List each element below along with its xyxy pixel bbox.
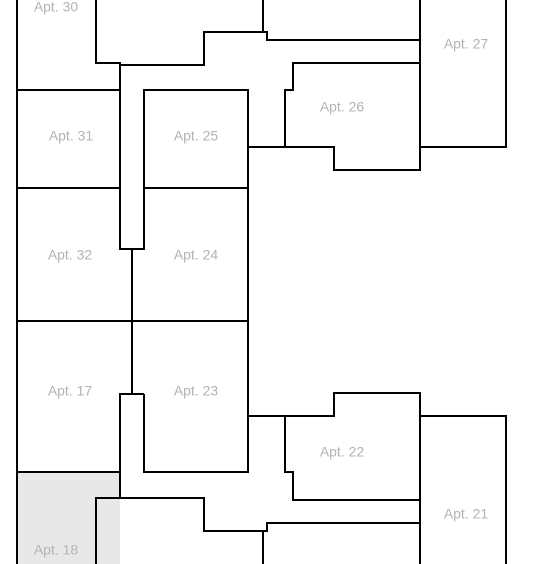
apt-26-label: Apt. 26 xyxy=(320,99,365,115)
apt-25-wall[interactable] xyxy=(143,89,249,189)
apt-25-label: Apt. 25 xyxy=(174,128,219,144)
apt-27-wall[interactable] xyxy=(419,0,507,148)
apt-31-label: Apt. 31 xyxy=(49,128,94,144)
apt-23-outline xyxy=(132,321,249,473)
apt-18-wall[interactable] xyxy=(95,472,121,564)
apt-23-wall[interactable] xyxy=(17,393,132,473)
apt-18-highlight[interactable] xyxy=(17,472,120,564)
corridor-west-wall xyxy=(119,65,145,250)
apt-27-label: Apt. 27 xyxy=(444,36,489,52)
apt-24-label: Apt. 24 xyxy=(174,247,219,263)
apt-17-label: Apt. 17 xyxy=(48,383,93,399)
north-corridor-wall xyxy=(119,0,264,66)
apt-lower-block-wall xyxy=(263,522,421,564)
apt-32-label: Apt. 32 xyxy=(48,247,93,263)
apt-21-wall[interactable] xyxy=(419,415,507,564)
apt-18-label: Apt. 18 xyxy=(34,542,79,558)
apt-21-label: Apt. 21 xyxy=(444,506,489,522)
apt-23-label: Apt. 23 xyxy=(174,383,219,399)
apt-upper-block-wall xyxy=(263,0,421,41)
apt-30-label: Apt. 30 xyxy=(34,0,79,15)
apt-26-wall[interactable] xyxy=(248,62,421,171)
apt-22-label: Apt. 22 xyxy=(320,444,365,460)
south-corridor-wall xyxy=(120,497,264,564)
